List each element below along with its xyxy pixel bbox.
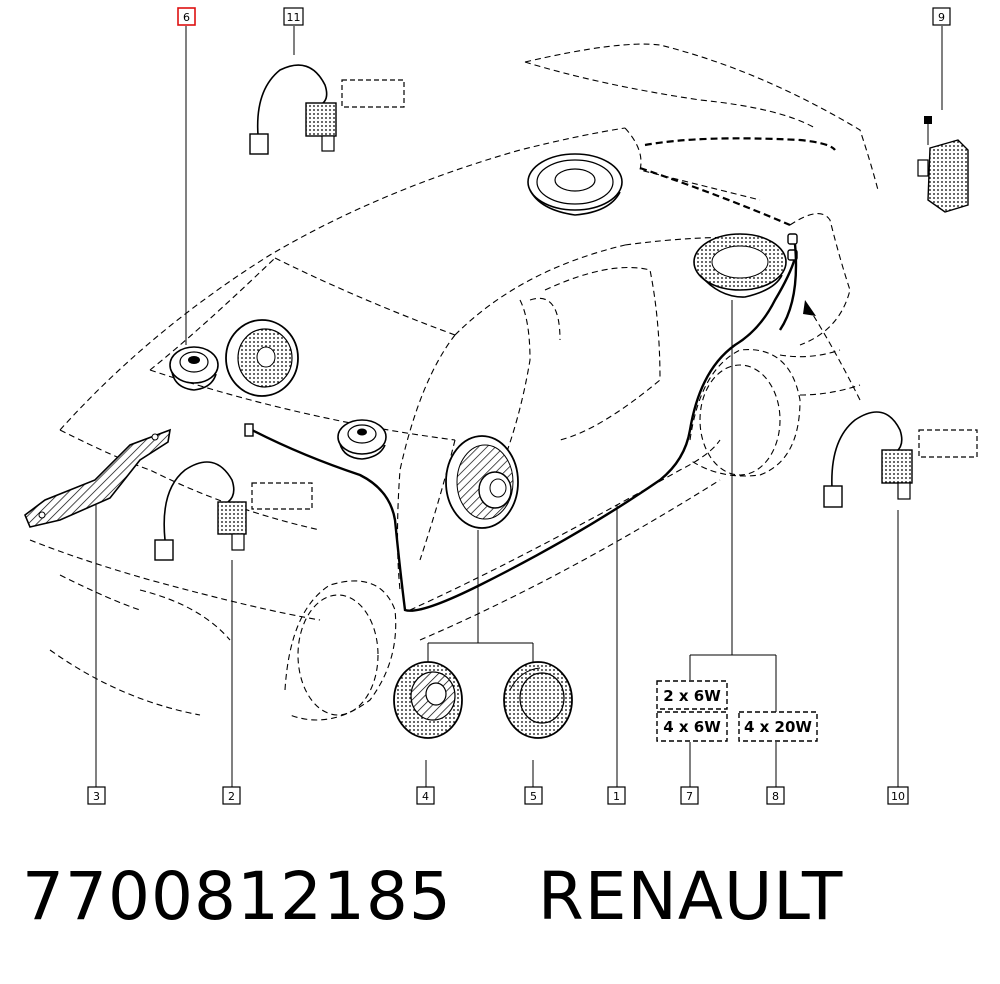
callout-7-label: 7 (686, 790, 693, 803)
callout-1[interactable]: 1 (607, 786, 626, 805)
wiring-harness (244, 233, 798, 612)
cable-part-2 (154, 461, 313, 561)
cable-part-10 (803, 300, 978, 508)
rating-label-4x6w: 4 x 6W (663, 718, 721, 736)
speaker-part-4 (393, 661, 463, 739)
callout-9-label: 9 (938, 11, 945, 24)
dash-tweeter-right (337, 419, 387, 460)
callout-1-label: 1 (613, 790, 620, 803)
callout-3[interactable]: 3 (87, 786, 106, 805)
callout-5[interactable]: 5 (524, 786, 543, 805)
car-outline (29, 43, 879, 721)
cable-part-11 (249, 64, 405, 155)
part-caption: 7700812185 RENAULT (22, 858, 843, 948)
leader-lines (95, 26, 943, 787)
bracket-part-3 (24, 428, 172, 528)
callout-4[interactable]: 4 (416, 786, 435, 805)
callout-6-label: 6 (183, 11, 190, 24)
rear-right-speaker (693, 233, 787, 298)
callout-11-label: 11 (287, 11, 301, 24)
rating-label-4x20w: 4 x 20W (744, 718, 812, 736)
callout-10[interactable]: 10 (887, 786, 909, 805)
front-door-speaker (445, 435, 519, 529)
callout-7[interactable]: 7 (680, 786, 699, 805)
callout-10-label: 10 (891, 790, 905, 803)
callout-3-label: 3 (93, 790, 100, 803)
callout-4-label: 4 (422, 790, 429, 803)
part-number: 7700812185 (22, 858, 452, 935)
rating-box-4x20w: 4 x 20W (738, 711, 818, 742)
callout-8[interactable]: 8 (766, 786, 785, 805)
rating-box-4x6w: 4 x 6W (656, 711, 728, 742)
brand-name: RENAULT (537, 858, 844, 935)
callout-2-label: 2 (228, 790, 235, 803)
rating-label-2x6w: 2 x 6W (663, 687, 721, 705)
dash-speaker-left (225, 319, 299, 397)
callout-8-label: 8 (772, 790, 779, 803)
rating-box-2x6w: 2 x 6W (656, 680, 728, 710)
module-part-9 (917, 116, 969, 213)
speaker-part-5 (503, 661, 573, 739)
rear-shelf-speaker-top (527, 153, 623, 216)
callout-5-label: 5 (530, 790, 537, 803)
callout-9[interactable]: 9 (932, 7, 951, 26)
callout-11[interactable]: 11 (283, 7, 304, 26)
dash-tweeter-left (169, 346, 219, 391)
callout-2[interactable]: 2 (222, 786, 241, 805)
callout-6[interactable]: 6 (177, 7, 196, 26)
